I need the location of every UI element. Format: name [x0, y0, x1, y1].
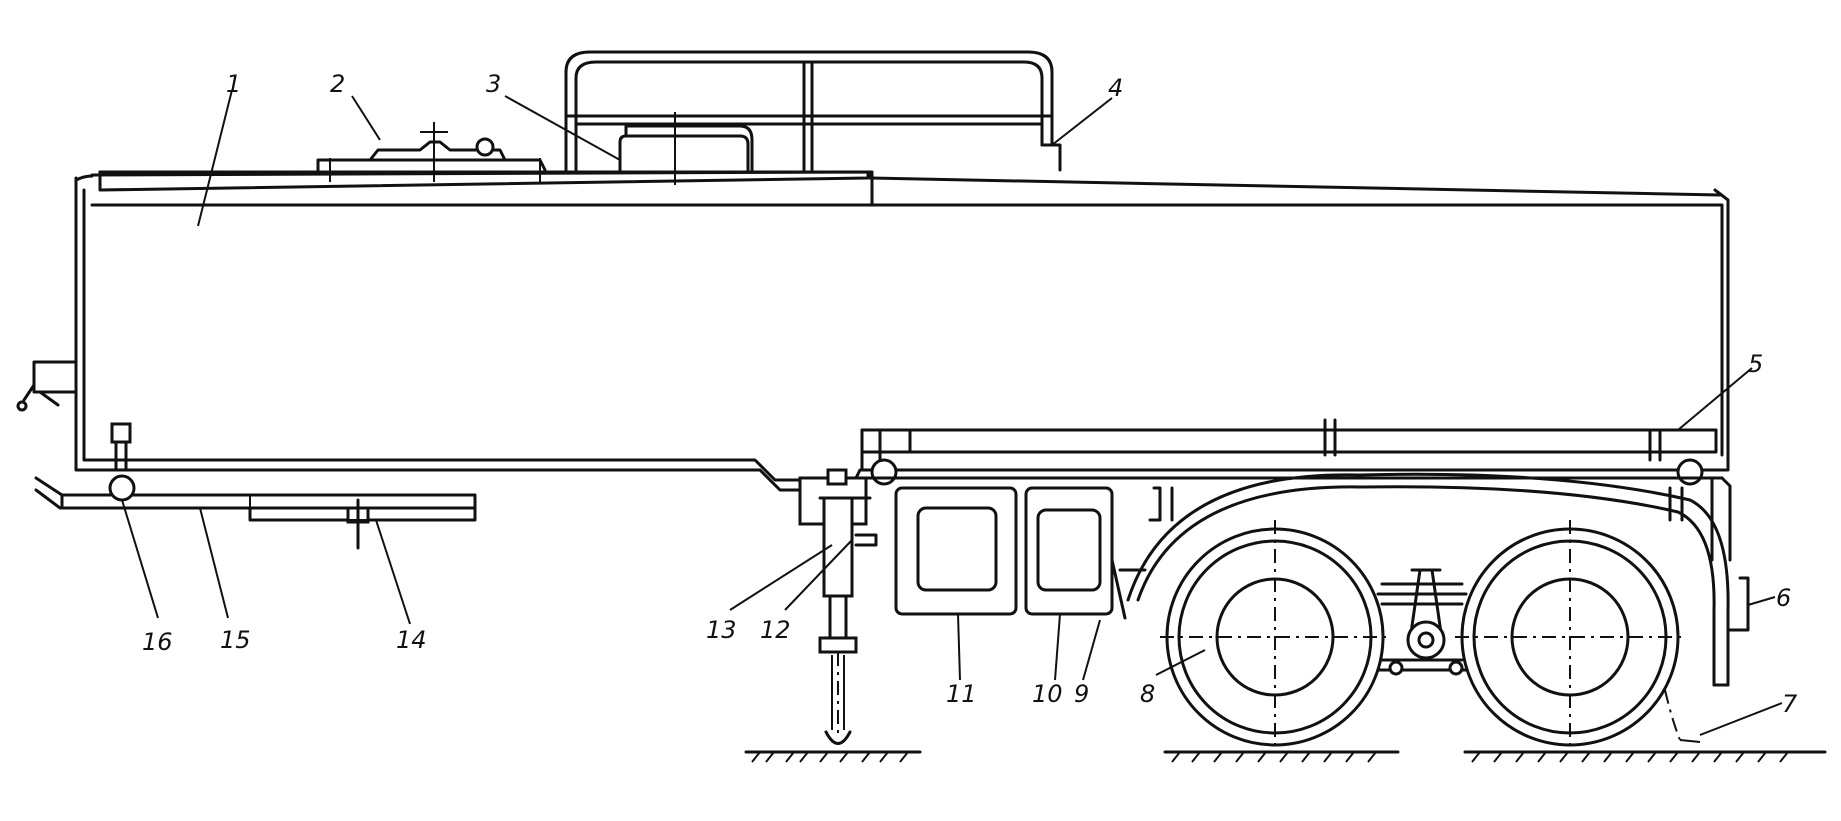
- front-frame: [34, 476, 477, 522]
- guard-rail: [564, 50, 1062, 172]
- label-13: 13: [706, 616, 737, 644]
- label-11: 11: [946, 680, 977, 708]
- label-12: 12: [760, 616, 791, 644]
- front-hitch: [16, 360, 76, 412]
- rear-axle-wheel: [1455, 520, 1685, 752]
- tank-body: [74, 170, 1730, 492]
- label-1: 1: [226, 70, 241, 98]
- toolbox-small: [1024, 486, 1114, 616]
- leader-lines: [121, 89, 1783, 736]
- label-10: 10: [1032, 680, 1063, 708]
- ground-chain: [1664, 689, 1701, 743]
- label-2: 2: [330, 70, 345, 98]
- front-axle-wheel: [1160, 520, 1390, 752]
- label-14: 14: [396, 626, 427, 654]
- label-15: 15: [220, 626, 251, 654]
- label-4: 4: [1108, 74, 1123, 102]
- label-6: 6: [1776, 584, 1791, 612]
- label-9: 9: [1074, 680, 1089, 708]
- landing-gear: [798, 468, 878, 754]
- hatch-assembly: [316, 122, 547, 182]
- ground-line: [744, 750, 1827, 763]
- drain-valve: [346, 498, 370, 550]
- front-bracket: [108, 422, 136, 502]
- toolbox-large: [894, 486, 1018, 616]
- label-16: 16: [142, 628, 173, 656]
- label-8: 8: [1140, 680, 1155, 708]
- label-3: 3: [486, 70, 501, 98]
- fender: [1110, 472, 1750, 687]
- suspension: [1376, 568, 1468, 676]
- label-5: 5: [1748, 350, 1763, 378]
- label-7: 7: [1782, 690, 1798, 718]
- part-labels: 1 2 3 4 5 6 7 8 9 10 11 12 13 14 15 16: [142, 70, 1798, 718]
